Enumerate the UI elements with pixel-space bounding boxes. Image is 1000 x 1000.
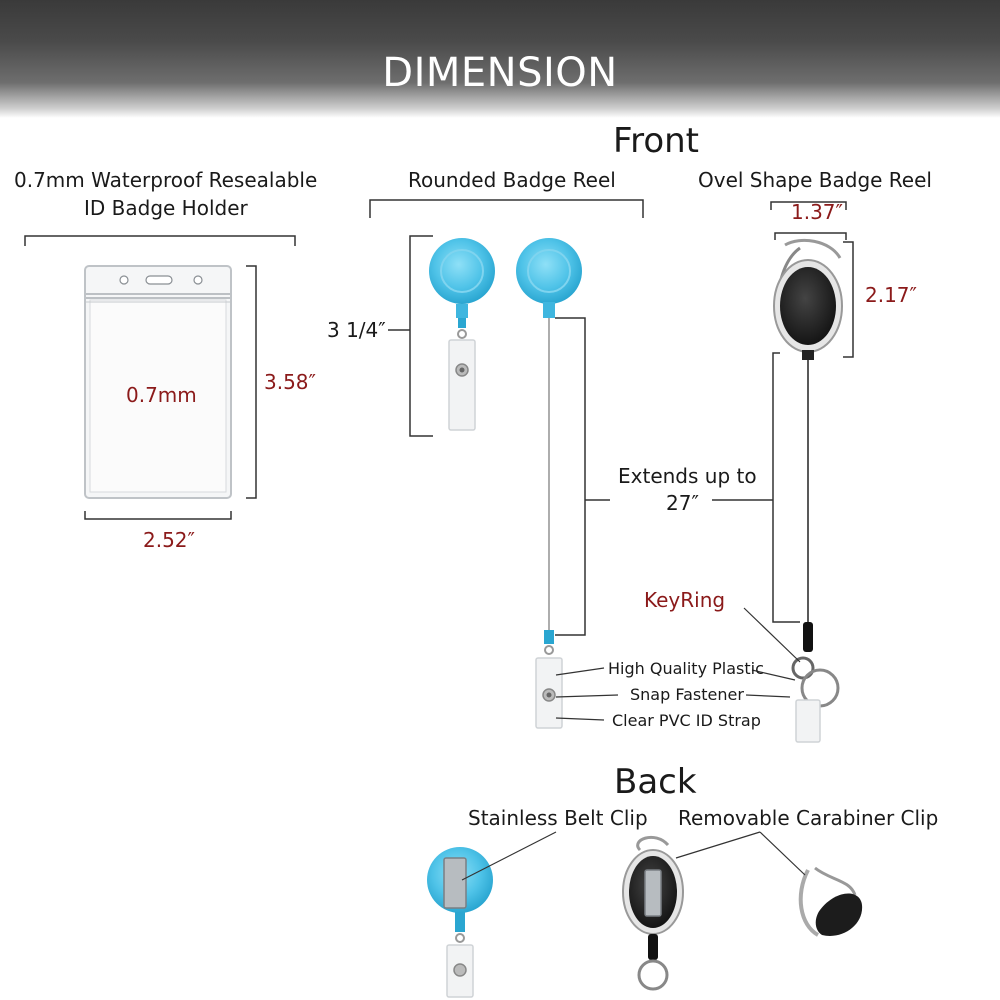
rounded-reel-title: Rounded Badge Reel	[408, 168, 616, 192]
back-callout-lines	[461, 831, 806, 881]
holder-width-bracket-top	[24, 235, 296, 246]
back-belt-clip-label: Stainless Belt Clip	[468, 806, 648, 830]
oval-reel-height-bracket	[843, 241, 854, 358]
rounded-reel-bracket-top	[369, 199, 644, 218]
oval-reel-height-label: 2.17″	[865, 283, 918, 307]
rounded-reel-height-label: 3 1/4″	[327, 318, 386, 342]
holder-title-line2: ID Badge Holder	[84, 196, 248, 220]
back-carabiner-label: Removable Carabiner Clip	[678, 806, 939, 830]
oval-reel-width-bracket	[770, 201, 847, 210]
rounded-reel-height-bracket	[409, 235, 433, 437]
blue-reel-extended-icon	[516, 238, 582, 729]
callout-snap-fastener: Snap Fastener	[630, 685, 744, 704]
holder-height-bracket	[246, 265, 257, 499]
holder-width-bracket-bottom	[84, 511, 232, 520]
keyring-label: KeyRing	[644, 588, 726, 612]
banner-title: DIMENSION	[382, 50, 618, 96]
callout-high-quality-plastic: High Quality Plastic	[608, 659, 764, 678]
extends-label-line1: Extends up to	[618, 464, 757, 488]
back-carabiner-icon	[798, 866, 863, 937]
back-blue-reel-icon	[427, 847, 493, 998]
holder-title-line1: 0.7mm Waterproof Resealable	[14, 168, 318, 192]
holder-width-label: 2.52″	[143, 528, 196, 552]
callout-lines	[555, 607, 801, 721]
badge-holder-icon	[84, 265, 232, 499]
holder-thickness-label: 0.7mm	[126, 383, 197, 407]
header-banner: DIMENSION	[0, 0, 1000, 118]
oval-reel-width-label: 1.37″	[791, 200, 844, 224]
callout-clear-pvc-strap: Clear PVC ID Strap	[612, 711, 761, 730]
oval-reel-icon	[773, 238, 843, 743]
holder-height-label: 3.58″	[264, 370, 317, 394]
section-back-label: Back	[614, 762, 697, 802]
extends-label-line2: 27″	[666, 491, 699, 515]
oval-reel-title: Ovel Shape Badge Reel	[698, 168, 932, 192]
blue-reel-icon	[429, 238, 495, 431]
extends-bracket	[555, 317, 800, 636]
oval-reel-bracket-top	[774, 232, 847, 240]
section-front-label: Front	[613, 121, 699, 161]
back-oval-reel-icon	[622, 835, 684, 991]
